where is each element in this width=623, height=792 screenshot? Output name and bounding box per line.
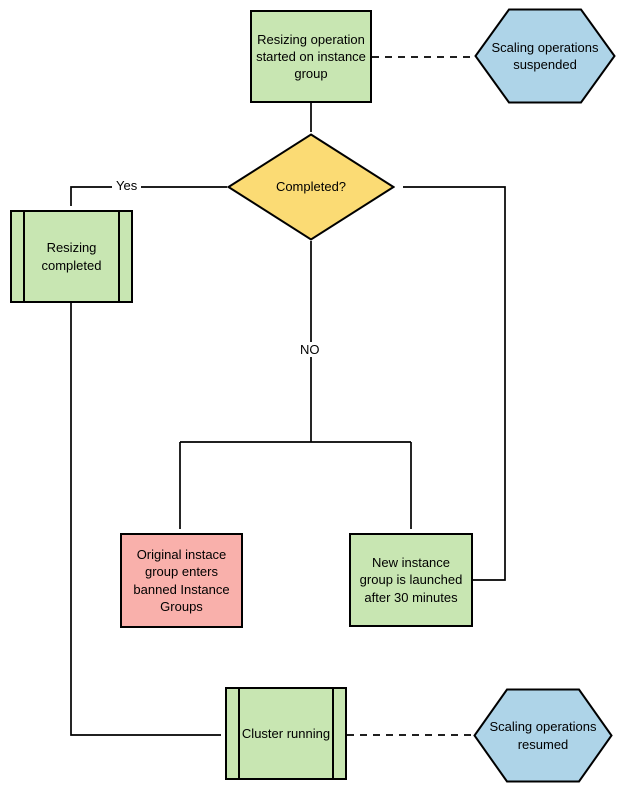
node-cluster-running: Cluster running: [225, 687, 347, 780]
node-new-group-label: New instance group is launched after 30 …: [359, 555, 463, 605]
node-completed-label: Completed?: [275, 179, 347, 195]
diamond-shape: [227, 133, 395, 241]
predefined-process-bar: [238, 689, 240, 778]
node-resizing-completed: Resizing completed: [10, 210, 133, 303]
edge-resizing-to-cluster: [70, 303, 221, 736]
edge-new-group-to-decision: [403, 186, 506, 581]
node-banned-group-label: Original instace group enters banned Ins…: [133, 547, 230, 614]
node-resizing-completed-label: Resizing completed: [41, 240, 102, 273]
node-completed-decision: Completed?: [227, 133, 395, 241]
node-new-group: New instance group is launched after 30 …: [349, 533, 473, 627]
hexagon-shape: [474, 8, 616, 104]
node-scaling-suspended: Scaling operations suspended: [474, 8, 616, 104]
node-cluster-running-label: Cluster running: [241, 725, 331, 741]
edge-decision-yes: [70, 186, 227, 206]
edge-label-yes: Yes: [112, 178, 142, 193]
predefined-process-bar: [118, 212, 120, 301]
node-resizing-started-label: Resizing operation started on instance g…: [256, 31, 366, 82]
node-banned-group: Original instace group enters banned Ins…: [120, 533, 243, 628]
hexagon-shape: [473, 688, 613, 783]
node-scaling-suspended-label: Scaling operations suspended: [491, 39, 599, 72]
node-resizing-started: Resizing operation started on instance g…: [250, 10, 372, 103]
node-scaling-resumed: Scaling operations resumed: [473, 688, 613, 783]
predefined-process-bar: [332, 689, 334, 778]
edge-label-no: NO: [296, 342, 324, 357]
predefined-process-bar: [23, 212, 25, 301]
node-scaling-resumed-label: Scaling operations resumed: [489, 719, 597, 752]
